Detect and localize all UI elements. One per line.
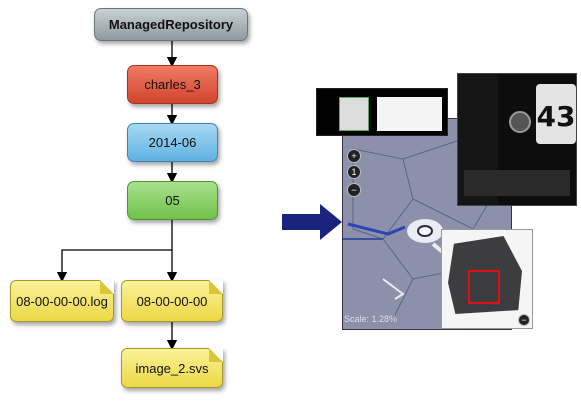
file-folder: 08-00-00-00 xyxy=(121,280,223,322)
node-label: 08-00-00-00 xyxy=(136,293,208,309)
label-handwriting: 43 xyxy=(537,100,576,133)
minimap-viewport-box[interactable] xyxy=(468,270,500,304)
connector-day-log xyxy=(56,220,173,283)
node-user: charles_3 xyxy=(127,65,218,104)
minimap-tissue xyxy=(448,236,522,314)
node-month: 2014-06 xyxy=(127,123,218,162)
slide-label-photo: 43 xyxy=(457,73,577,206)
node-label: 05 xyxy=(165,193,180,208)
thumbnail-blank xyxy=(377,97,442,131)
node-label: charles_3 xyxy=(144,77,201,92)
node-label: 2014-06 xyxy=(148,135,197,150)
file-image: image_2.svs xyxy=(121,348,223,388)
minimap-toggle-icon[interactable]: − xyxy=(518,314,530,326)
node-label: 08-00-00-00.log xyxy=(16,293,108,309)
right-arrow-icon xyxy=(282,204,342,240)
zoom-out-icon[interactable]: − xyxy=(347,183,361,197)
node-label: image_2.svs xyxy=(135,360,209,376)
node-managed-repository: ManagedRepository xyxy=(94,8,248,41)
zoom-in-icon[interactable]: + xyxy=(347,149,361,163)
node-label: ManagedRepository xyxy=(108,17,234,32)
thumbnail-strip[interactable] xyxy=(316,88,448,136)
node-day: 05 xyxy=(127,181,218,220)
label-photo-image: 43 xyxy=(458,74,576,205)
minimap[interactable]: − xyxy=(441,229,533,329)
slide-thumbnail[interactable] xyxy=(339,97,369,131)
zoom-reset-icon[interactable]: 1 xyxy=(347,165,361,179)
file-log: 08-00-00-00.log xyxy=(10,280,114,322)
scale-label: Scale: 1.28% xyxy=(344,314,398,324)
